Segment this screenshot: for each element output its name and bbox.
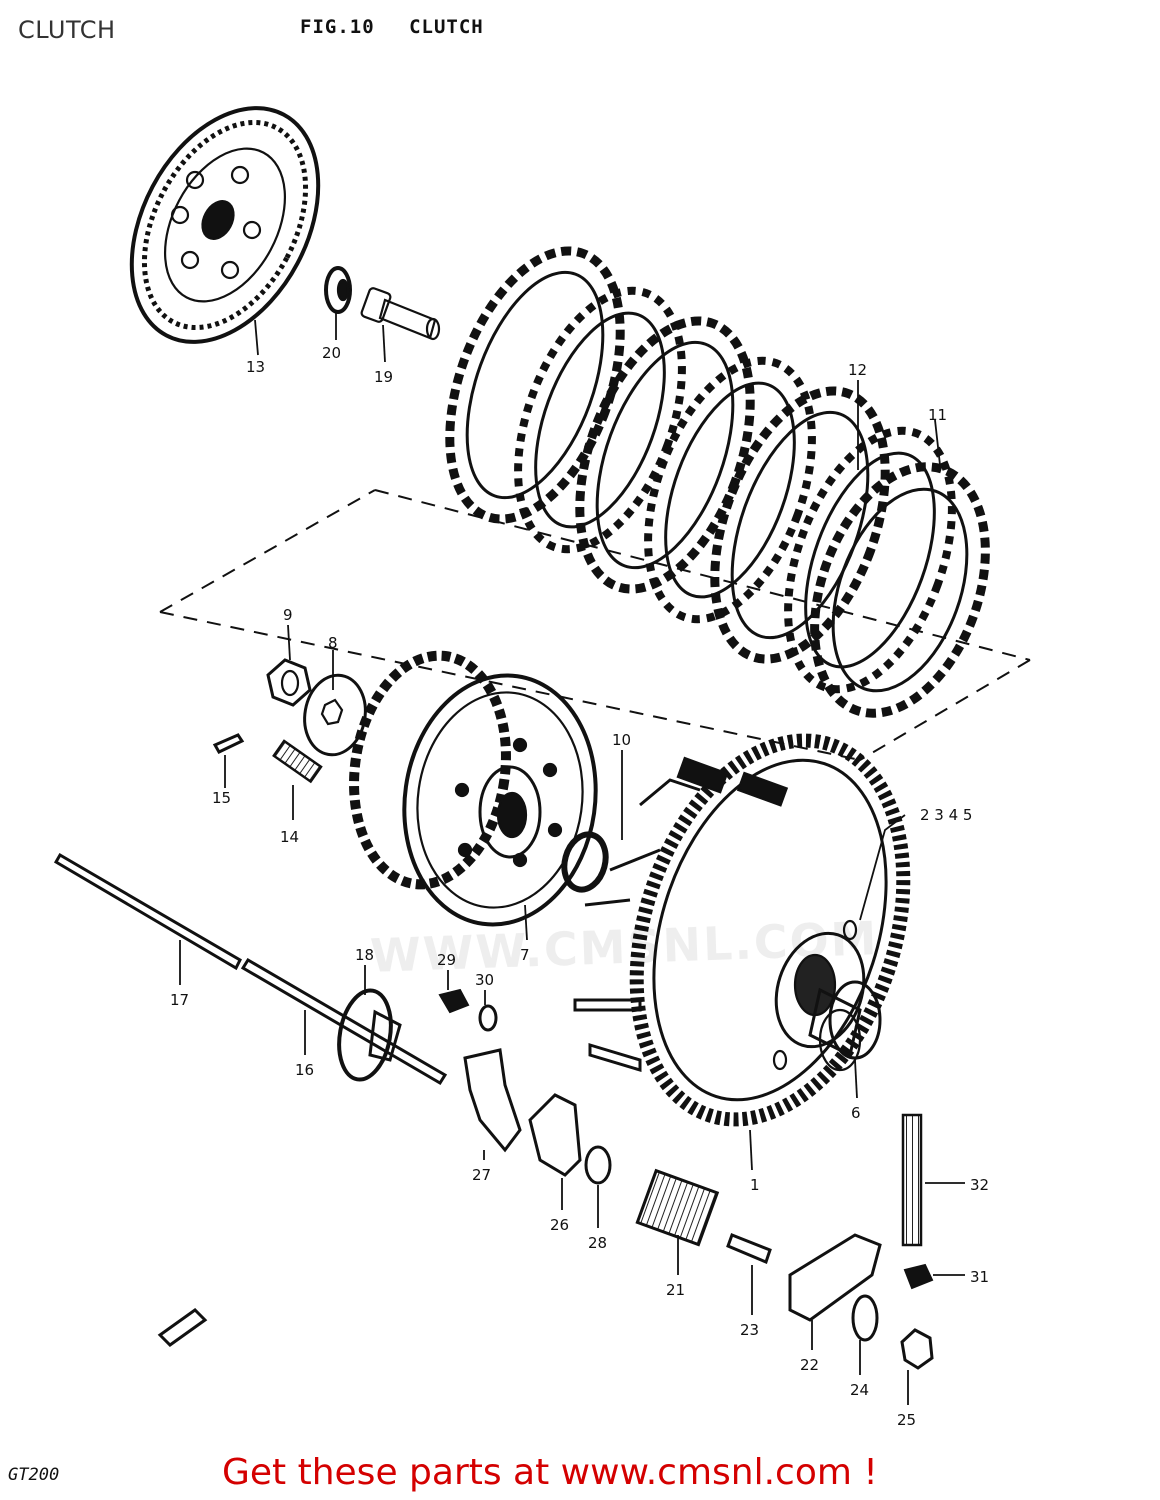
callout-7: 7 <box>520 946 530 964</box>
push-rod-16-part <box>240 957 448 1086</box>
nut-9-part <box>266 658 312 707</box>
callout-12: 12 <box>848 361 867 379</box>
callout-11: 11 <box>928 406 947 424</box>
callout-29: 29 <box>437 951 456 969</box>
callout-26: 26 <box>550 1216 569 1234</box>
washer-20-part <box>324 266 352 314</box>
callout-20: 20 <box>322 344 341 362</box>
alignment-guide <box>159 489 1031 761</box>
figure-name: CLUTCH <box>409 16 484 38</box>
spacer-6-part <box>808 980 882 1072</box>
release-lever-27-part <box>463 1048 522 1153</box>
callout-16: 16 <box>295 1061 314 1079</box>
callout-17: 17 <box>170 991 189 1009</box>
callout-15: 15 <box>212 789 231 807</box>
get-parts-link[interactable]: Get these parts at www.cmsnl.com ! <box>222 1452 878 1493</box>
callout-25: 25 <box>897 1411 916 1429</box>
callout-32: 32 <box>970 1176 989 1194</box>
callout-2345: 2 3 4 5 <box>920 806 972 824</box>
callout-10: 10 <box>612 731 631 749</box>
callout-6: 6 <box>851 1104 861 1122</box>
callout-13: 13 <box>246 358 265 376</box>
washer-30-part <box>478 1004 498 1032</box>
model-code: GT200 <box>8 1465 60 1485</box>
pressure-plate-part <box>129 106 321 344</box>
primary-driven-gear-part <box>573 733 911 1127</box>
bushing-31-part <box>903 1263 934 1290</box>
screw-29-part <box>438 988 470 1014</box>
washer-28-part <box>584 1145 612 1185</box>
callout-9: 9 <box>283 606 293 624</box>
leader-lines <box>179 310 965 1405</box>
clutch-sleeve-hub-part <box>349 650 598 927</box>
washer-24-part <box>851 1294 879 1342</box>
push-rod-17-part <box>53 852 242 971</box>
pin-23-part <box>726 1233 772 1265</box>
callout-22: 22 <box>800 1356 819 1374</box>
page-title: CLUTCH <box>18 16 116 44</box>
key-15-part <box>212 733 245 754</box>
callout-30: 30 <box>475 971 494 989</box>
callout-31: 31 <box>970 1268 989 1286</box>
callout-labels: 13 20 19 12 11 9 8 15 14 10 2 3 4 5 7 6 … <box>170 344 989 1429</box>
figure-title: FIG.10 CLUTCH <box>300 16 506 38</box>
direction-marker <box>157 1308 208 1347</box>
callout-27: 27 <box>472 1166 491 1184</box>
spring-32-part <box>901 1113 923 1247</box>
figure-number: FIG.10 <box>300 16 375 38</box>
callout-8: 8 <box>328 634 338 652</box>
callout-14: 14 <box>280 828 299 846</box>
callout-18: 18 <box>355 946 374 964</box>
callout-23: 23 <box>740 1321 759 1339</box>
callout-21: 21 <box>666 1281 685 1299</box>
nut-25-part <box>900 1328 934 1370</box>
spring-14-part <box>272 739 323 784</box>
callout-19-bolt: 19 <box>374 368 393 386</box>
callout-1: 1 <box>750 1176 760 1194</box>
callout-24: 24 <box>850 1381 869 1399</box>
push-piece-18-part <box>337 988 402 1082</box>
lever-22-part <box>788 1233 882 1322</box>
worm-gear-21-part <box>635 1168 720 1247</box>
clutch-plate-stack <box>445 246 990 718</box>
bolt-19-part <box>360 287 441 341</box>
o-ring-10-part <box>561 831 609 893</box>
release-housing-26-part <box>528 1093 582 1177</box>
callout-28: 28 <box>588 1234 607 1252</box>
